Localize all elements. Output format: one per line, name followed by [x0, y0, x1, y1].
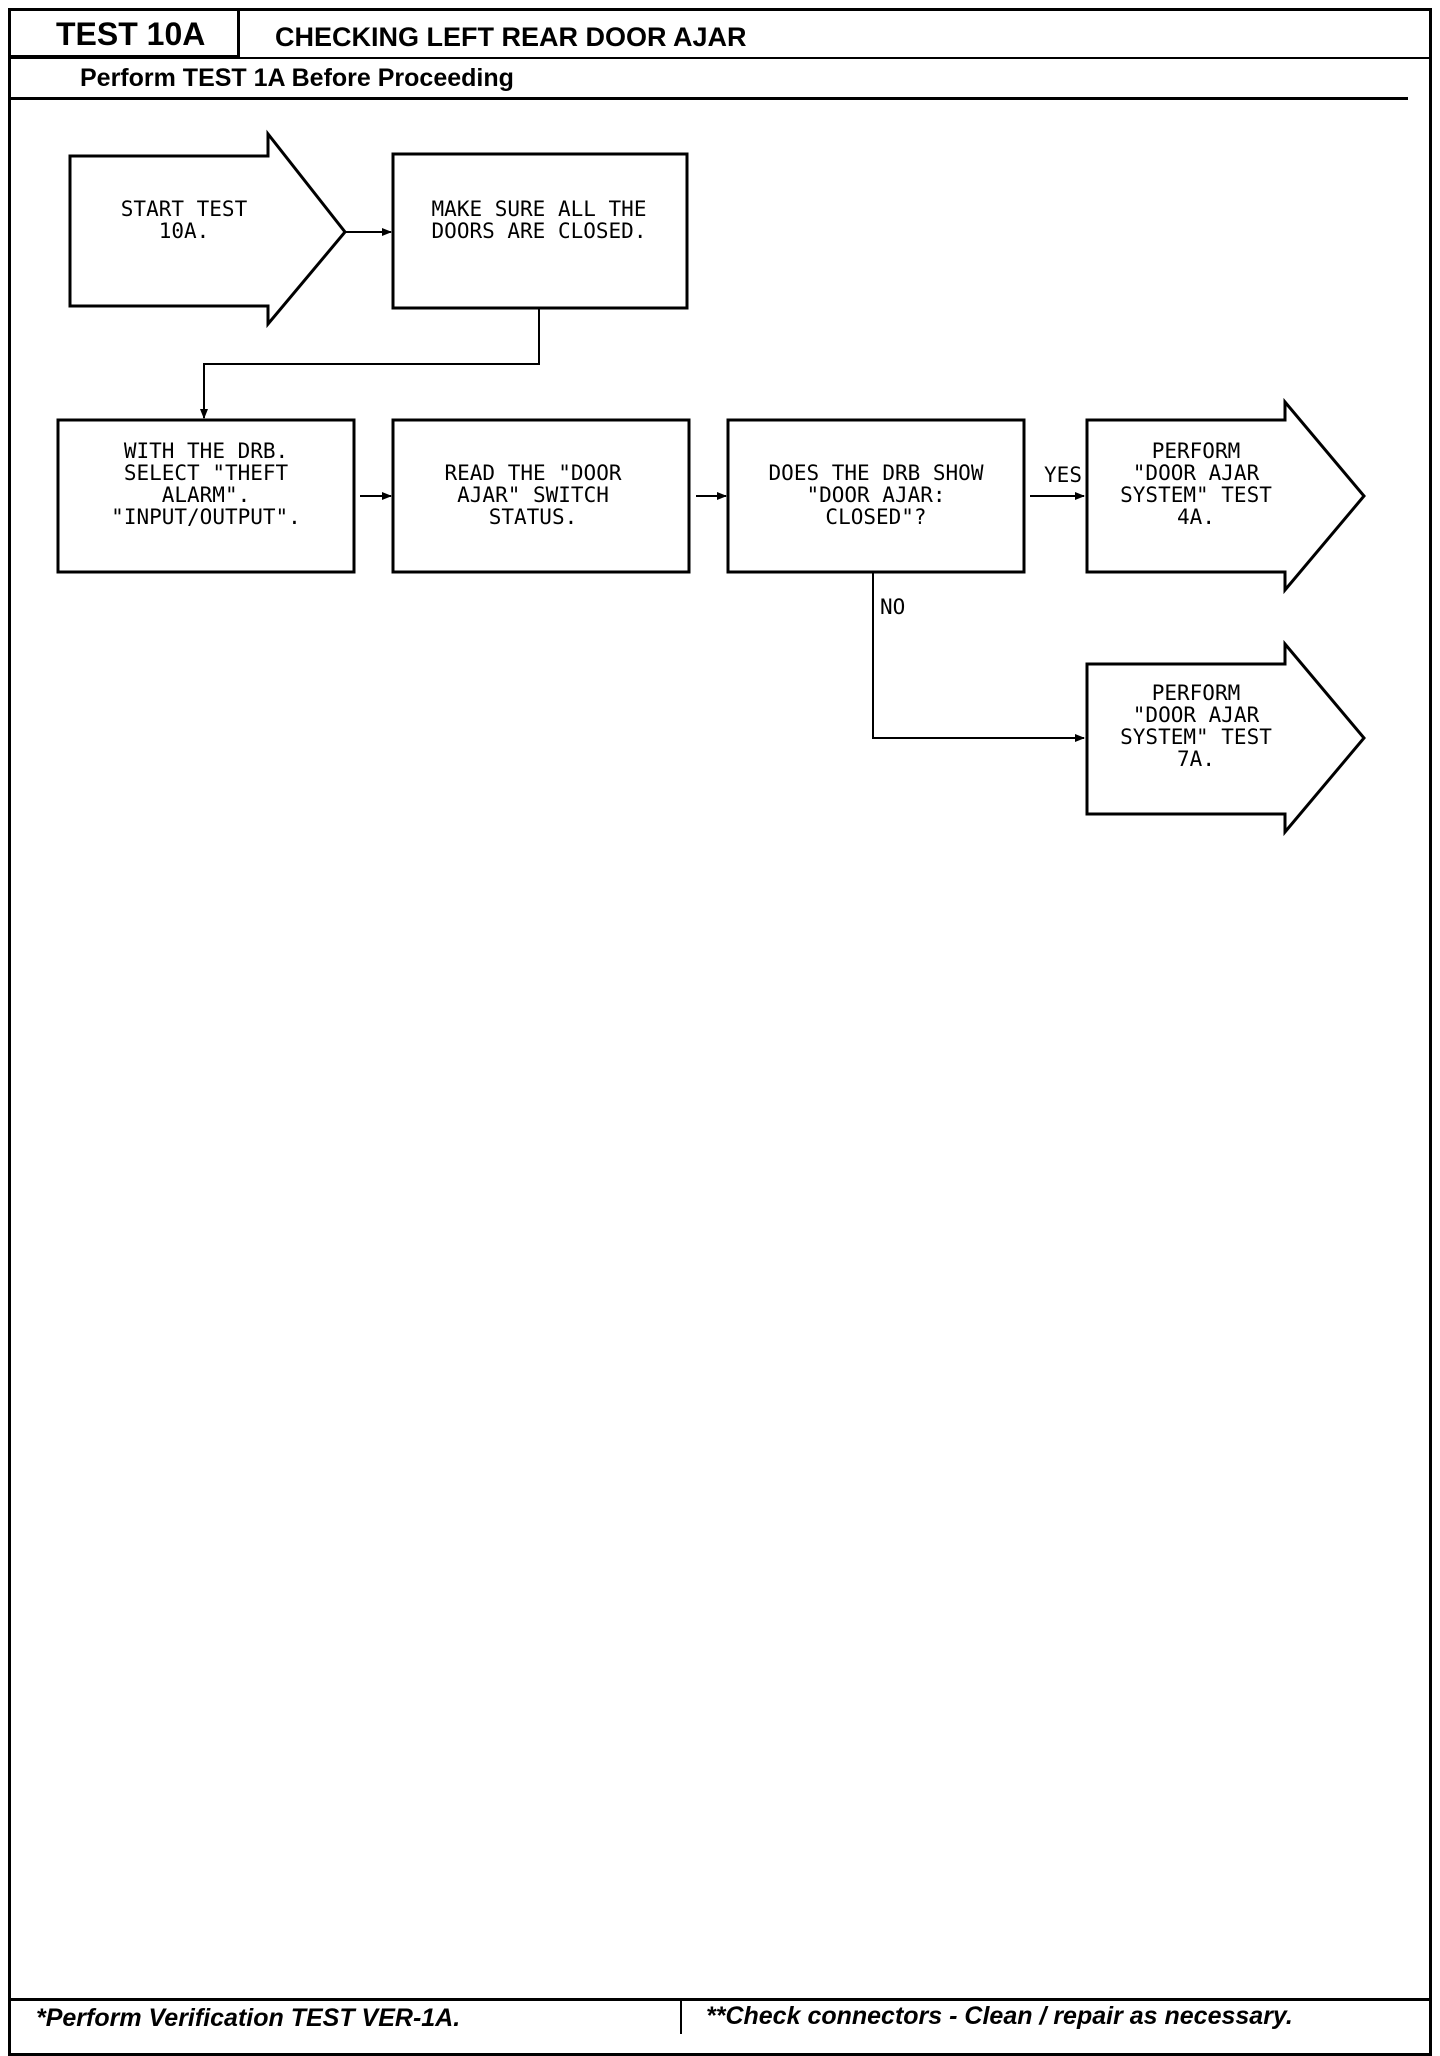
p7a-line-3: SYSTEM" TEST: [1120, 725, 1272, 749]
start-test-arrow: START TEST 10A.: [68, 129, 347, 329]
start-line-1: START TEST: [121, 197, 248, 221]
footer-connector-note: **Check connectors - Clean / repair as n…: [706, 2002, 1293, 2030]
read-line-3: STATUS.: [489, 505, 578, 529]
closed-line-1: MAKE SURE ALL THE: [432, 197, 647, 221]
p7a-line-2: "DOOR AJAR: [1133, 703, 1260, 727]
select-line-1: WITH THE DRB.: [124, 439, 288, 463]
select-theft-alarm-box: WITH THE DRB. SELECT "THEFT ALARM". "INP…: [56, 418, 356, 574]
footer-divider: [680, 1998, 682, 2034]
select-line-3: ALARM".: [162, 483, 251, 507]
p7a-line-4: 7A.: [1177, 747, 1215, 771]
test-id: TEST 10A: [56, 16, 206, 52]
test-id-box: [8, 8, 240, 58]
subtitle-rule: [8, 97, 1408, 100]
p4a-line-4: 4A.: [1177, 505, 1215, 529]
read-line-1: READ THE "DOOR: [444, 461, 621, 485]
start-line-2: 10A.: [159, 219, 210, 243]
no-label: NO: [880, 595, 905, 619]
p7a-line-1: PERFORM: [1152, 681, 1241, 705]
perform-test-4a-arrow: PERFORM "DOOR AJAR SYSTEM" TEST 4A.: [1085, 397, 1366, 595]
flowchart: START TEST 10A. MAKE SURE ALL THE DOORS …: [56, 129, 1366, 837]
select-line-2: SELECT "THEFT: [124, 461, 289, 485]
decision-line-2: "DOOR AJAR:: [806, 483, 945, 507]
page-title: CHECKING LEFT REAR DOOR AJAR: [275, 22, 747, 52]
page-subtitle: Perform TEST 1A Before Proceeding: [80, 64, 514, 92]
p4a-line-3: SYSTEM" TEST: [1120, 483, 1272, 507]
read-line-2: AJAR" SWITCH: [457, 483, 609, 507]
yes-label: YES: [1044, 463, 1082, 487]
no-connector: [872, 572, 1085, 742]
footer-rule: [8, 1998, 1432, 2001]
decision-box: DOES THE DRB SHOW "DOOR AJAR: CLOSED"?: [726, 418, 1026, 574]
perform-test-7a-arrow: PERFORM "DOOR AJAR SYSTEM" TEST 7A.: [1085, 639, 1366, 837]
decision-line-1: DOES THE DRB SHOW: [769, 461, 984, 485]
read-switch-status-box: READ THE "DOOR AJAR" SWITCH STATUS.: [391, 418, 691, 574]
p4a-line-1: PERFORM: [1152, 439, 1241, 463]
closed-to-select-connector: [200, 308, 540, 419]
p4a-line-2: "DOOR AJAR: [1133, 461, 1260, 485]
decision-line-3: CLOSED"?: [825, 505, 926, 529]
doors-closed-box: MAKE SURE ALL THE DOORS ARE CLOSED.: [391, 152, 689, 310]
header-divider: [8, 57, 1432, 59]
closed-line-2: DOORS ARE CLOSED.: [432, 219, 647, 243]
select-line-4: "INPUT/OUTPUT".: [111, 505, 301, 529]
footer-verification-note: *Perform Verification TEST VER-1A.: [36, 2004, 461, 2032]
